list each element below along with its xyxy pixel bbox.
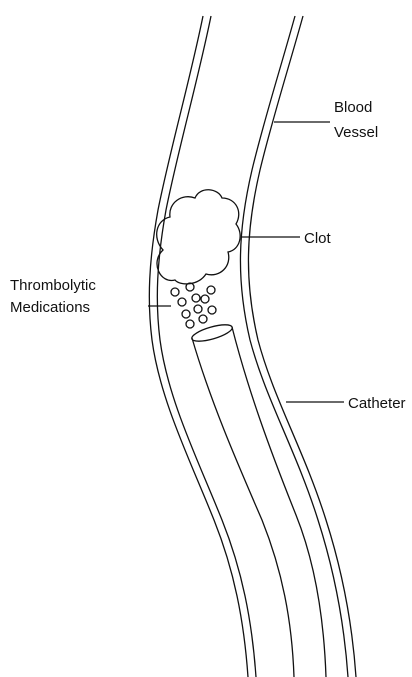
medication-particle xyxy=(186,320,194,328)
catheter-label: Catheter xyxy=(348,395,406,412)
medication-particles xyxy=(171,283,216,328)
medication-particle xyxy=(182,310,190,318)
medication-particle xyxy=(194,305,202,313)
vessel-left-wall-inner xyxy=(157,16,256,677)
clot-shape xyxy=(157,190,240,284)
vessel-left-wall-outer xyxy=(149,16,248,677)
blood-vessel-label-line1: Blood xyxy=(334,99,372,116)
thrombolytic-label-line2: Medications xyxy=(10,299,90,316)
blood-vessel-label-line2: Vessel xyxy=(334,124,378,141)
clot-label: Clot xyxy=(304,230,332,247)
medication-particle xyxy=(199,315,207,323)
medication-particle xyxy=(192,294,200,302)
medication-particle xyxy=(208,306,216,314)
medication-particle xyxy=(201,295,209,303)
vessel-right-wall-outer xyxy=(240,16,348,677)
medication-particle xyxy=(178,298,186,306)
thrombolytic-label-line1: Thrombolytic xyxy=(10,277,96,294)
catheter-opening xyxy=(190,321,234,344)
medication-particle xyxy=(207,286,215,294)
medication-particle xyxy=(171,288,179,296)
